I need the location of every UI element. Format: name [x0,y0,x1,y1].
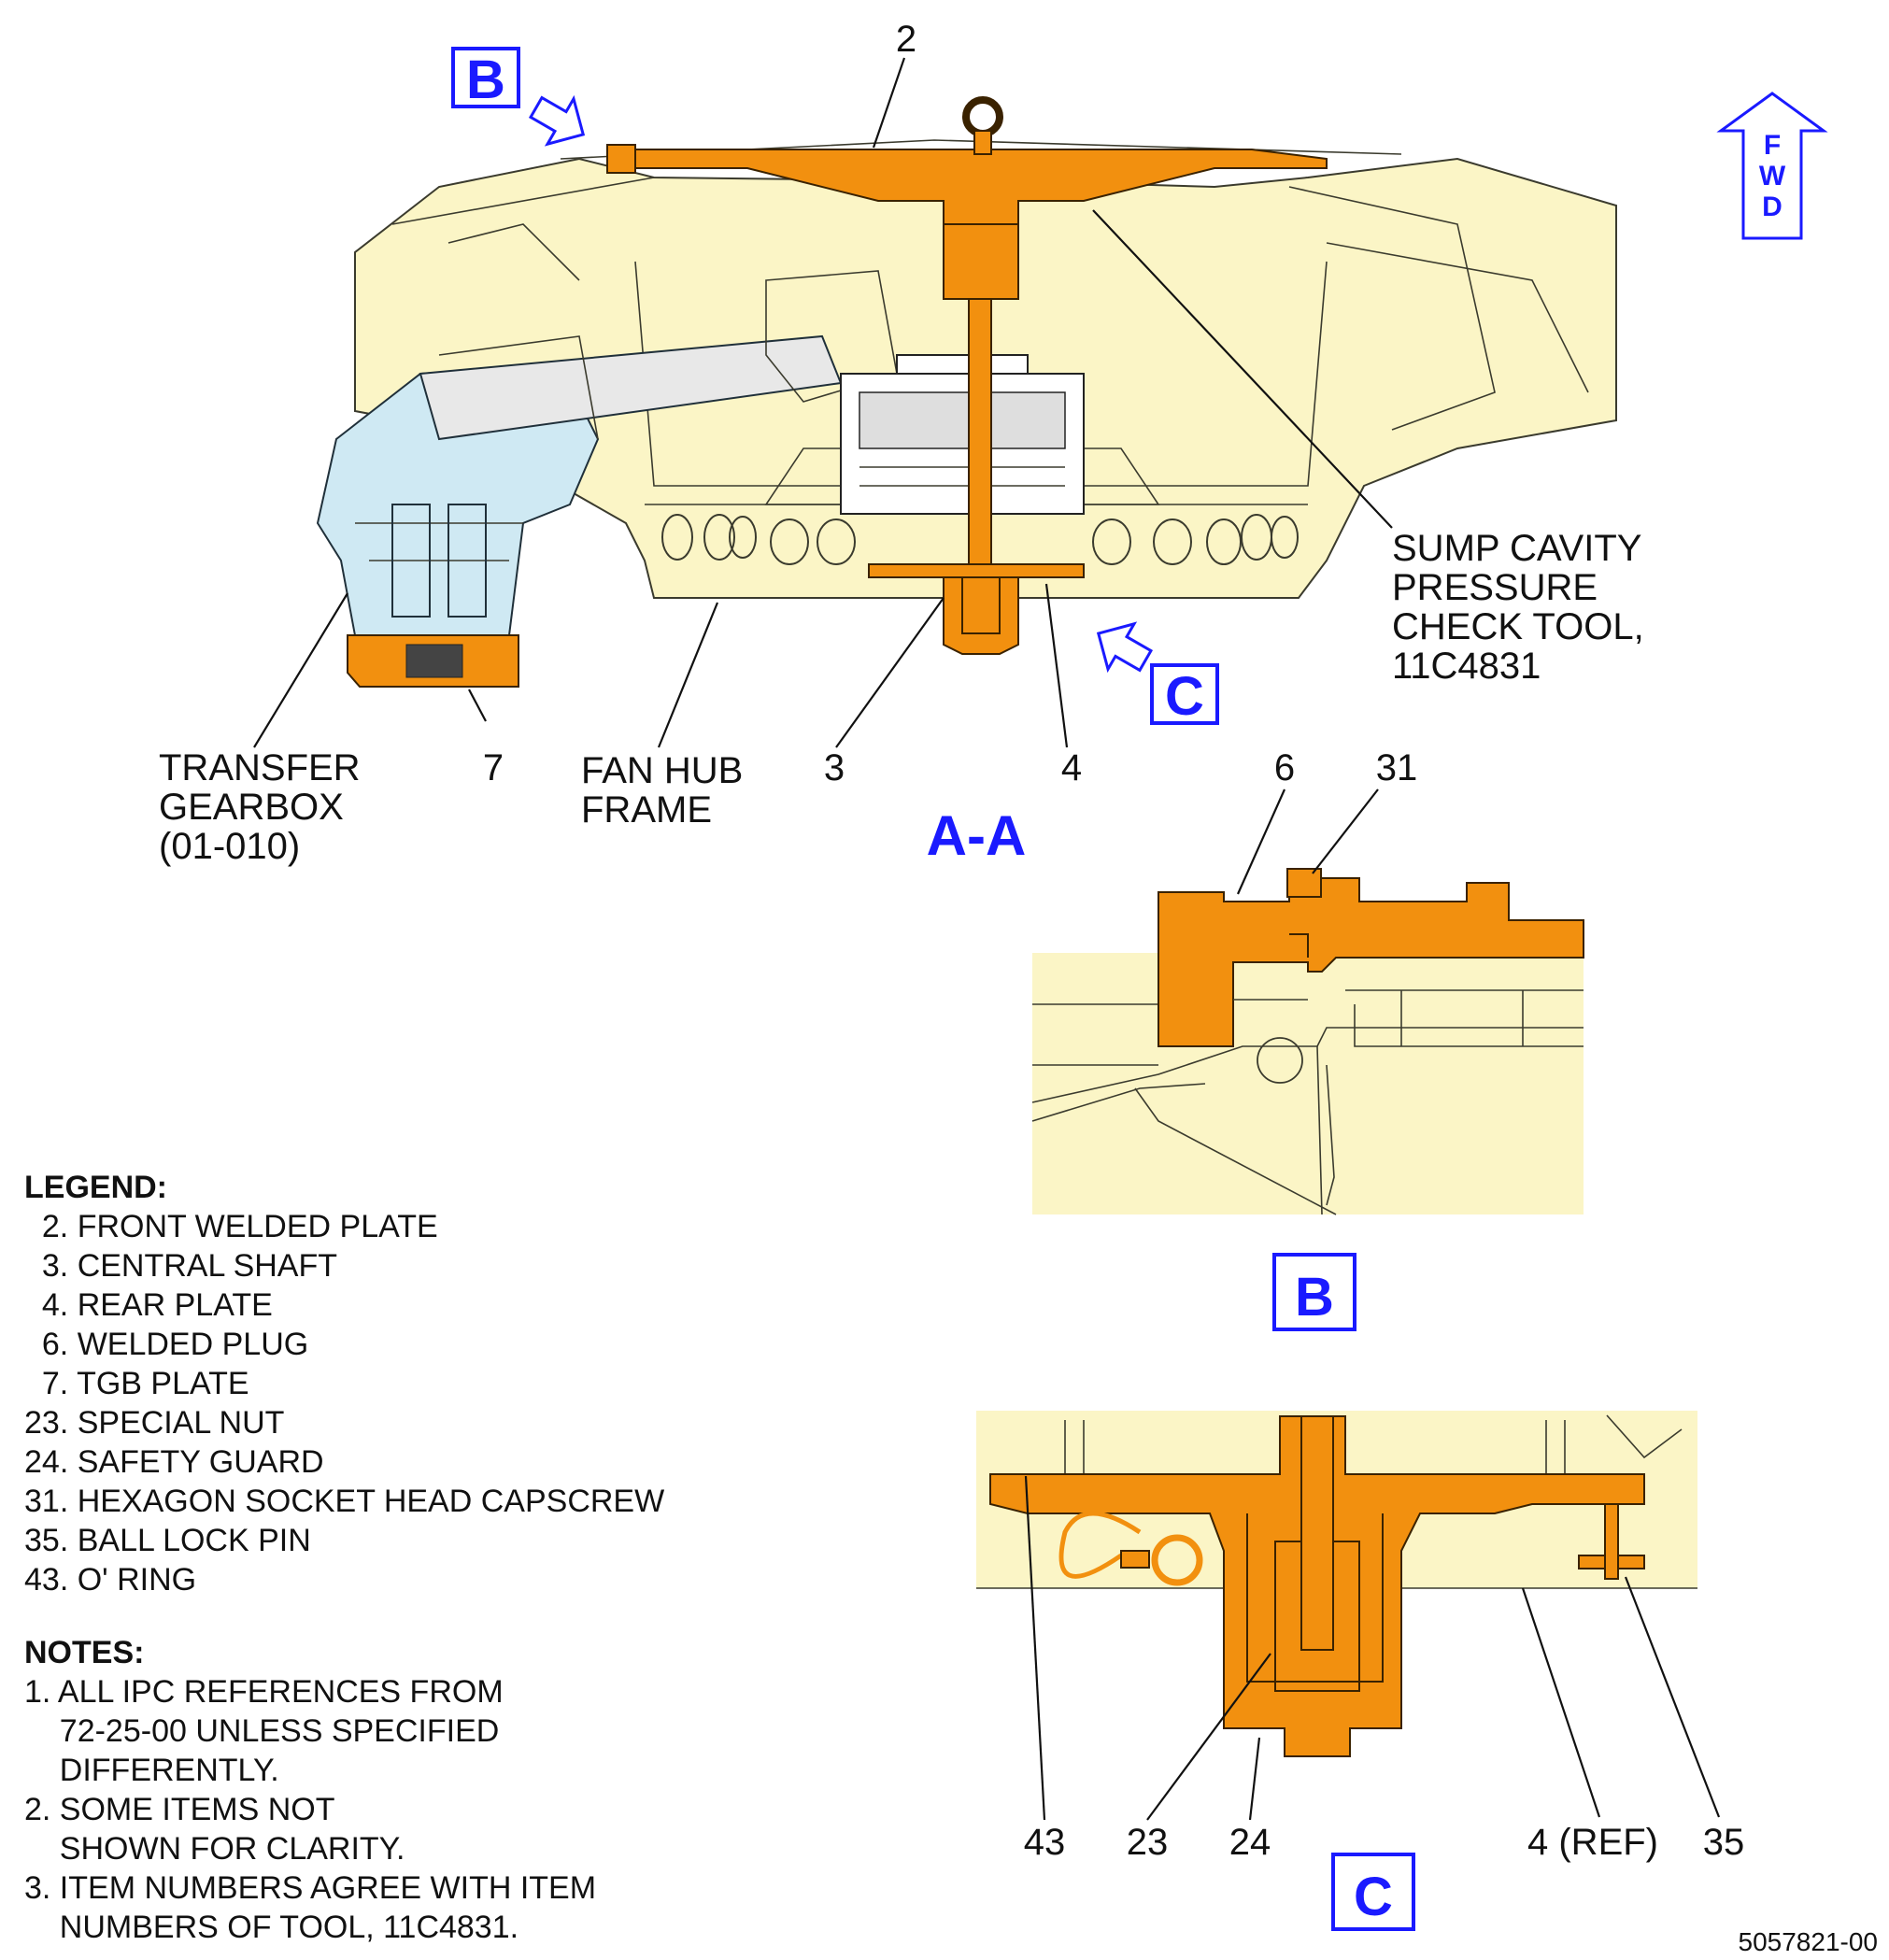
callout-43: 43 [1024,1822,1066,1863]
callout-fan-line1: FAN HUB [581,750,743,791]
legend-item: 24. SAFETY GUARD [24,1444,324,1480]
note-line: 72-25-00 UNLESS SPECIFIED [24,1713,500,1749]
callout-fan-line2: FRAME [581,789,712,831]
callout-sump-line3: CHECK TOOL, [1392,606,1644,647]
note-line: 3. ITEM NUMBERS AGREE WITH ITEM [24,1870,597,1906]
note-line: 1. ALL IPC REFERENCES FROM [24,1674,504,1710]
callout-tgb-line2: GEARBOX [159,787,344,828]
view-b-label-box [451,47,520,108]
callout-24: 24 [1229,1822,1271,1863]
view-c-label-detail: C [1354,1867,1393,1927]
view-b-label-top: B [466,50,505,110]
legend-item: 23. SPECIAL NUT [24,1405,285,1441]
view-c-detail-box [1331,1853,1415,1931]
main-view-leaders [253,57,1393,748]
detail-b-view [1031,868,1584,1215]
fwd-arrow: F W D [1716,92,1828,240]
callout-2: 2 [896,19,916,60]
callout-3: 3 [824,747,845,788]
callout-tgb-line3: (01-010) [159,826,300,867]
view-c-label-top: C [1165,666,1204,727]
legend-item: 35. BALL LOCK PIN [24,1523,311,1558]
legend-item: 4. REAR PLATE [24,1287,273,1323]
callout-tgb-line1: TRANSFER [159,747,361,788]
note-line: NUMBERS OF TOOL, 11C4831. [24,1910,519,1945]
legend-item: 3. CENTRAL SHAFT [24,1248,338,1284]
tgb-plate [347,634,519,688]
front-welded-plate [606,96,1328,300]
notes: NOTES: 1. ALL IPC REFERENCES FROM 72-25-… [24,1633,865,1947]
callout-35: 35 [1703,1822,1745,1863]
section-title: A-A [927,804,1027,867]
view-c-arrow [1096,621,1154,674]
detail-c-view [976,1411,1697,1757]
view-b-arrow [528,94,586,147]
detail-c-leaders [1024,1475,1721,1821]
legend-item: 2. FRONT WELDED PLATE [24,1209,438,1244]
drawing-number: 5057821-00 [1739,1927,1878,1956]
view-b-detail-box [1272,1253,1356,1331]
fwd-w: W [1759,161,1786,192]
central-shaft [968,298,992,580]
callout-4-ref: 4 (REF) [1527,1822,1658,1863]
note-line: SHOWN FOR CLARITY. [24,1831,405,1867]
legend-item: 31. HEXAGON SOCKET HEAD CAPSCREW [24,1484,665,1519]
callout-sump-line4: 11C4831 [1392,646,1541,687]
note-line: 2. SOME ITEMS NOT [24,1792,335,1827]
notes-title: NOTES: [24,1635,145,1670]
callout-31: 31 [1376,747,1418,788]
callout-sump-line1: SUMP CAVITY [1392,528,1641,569]
view-c-label-box [1150,663,1219,725]
legend-title: LEGEND: [24,1170,167,1205]
callout-sump-line2: PRESSURE [1392,567,1598,608]
fwd-f: F [1764,130,1781,161]
legend-item: 6. WELDED PLUG [24,1327,309,1362]
legend-item: 43. O' RING [24,1562,197,1598]
callout-7: 7 [483,747,504,788]
view-b-label-detail: B [1295,1267,1334,1328]
legend-item: 7. TGB PLATE [24,1366,249,1401]
callout-4: 4 [1061,747,1082,788]
callout-23: 23 [1127,1822,1169,1863]
note-line: DIFFERENTLY. [24,1753,279,1788]
rear-plate [868,563,1085,655]
fwd-d: D [1762,192,1782,222]
legend: LEGEND: 2. FRONT WELDED PLATE 3. CENTRAL… [24,1168,865,1599]
detail-b-leaders [1236,788,1379,895]
sump-housing [840,354,1085,515]
callout-6: 6 [1274,747,1295,788]
